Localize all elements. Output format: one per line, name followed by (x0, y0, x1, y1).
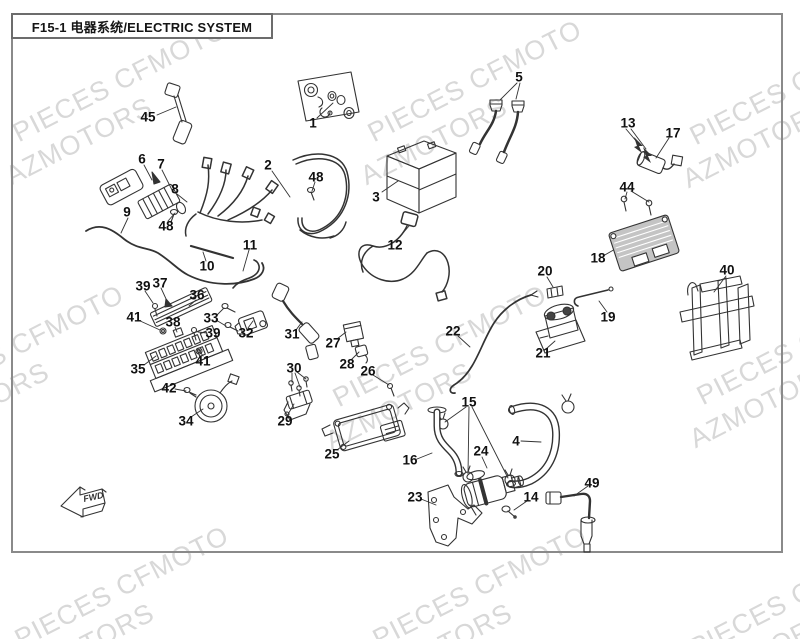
callout-34-33: 34 (178, 413, 194, 429)
callout-8-7: 8 (171, 181, 179, 197)
plug-cable-31 (271, 282, 320, 361)
callout-41-41: 41 (126, 309, 142, 325)
callout-37-36: 37 (152, 275, 168, 291)
sensor-cable-49 (545, 491, 596, 553)
page-title: F15-1 电器系统/ELECTRIC SYSTEM (11, 13, 273, 39)
callout-20-19: 20 (537, 263, 553, 279)
sensor-17 (636, 151, 684, 175)
callout-22-21: 22 (445, 323, 461, 339)
callout-15-14: 15 (461, 394, 477, 410)
callout-16-15: 16 (402, 452, 418, 468)
clip-20 (546, 285, 564, 299)
callout-14-13: 14 (523, 489, 539, 505)
callout-11-10: 11 (242, 237, 258, 253)
callout-42-43: 42 (161, 380, 177, 396)
hose-16 (427, 406, 464, 478)
callout-26-25: 26 (360, 363, 376, 379)
callout-45-45: 45 (140, 109, 156, 125)
callout-48-46: 48 (158, 218, 174, 234)
callout-44-44: 44 (619, 179, 635, 195)
nut-41-a (159, 327, 167, 335)
connector-38 (172, 327, 184, 338)
callout-39-38: 39 (135, 278, 151, 294)
callout-28-27: 28 (339, 356, 355, 372)
ignition-switch-kit-1 (297, 71, 360, 122)
battery-bracket-40 (679, 275, 755, 361)
spark-plug-wires-5 (468, 99, 525, 165)
callout-25-24: 25 (324, 446, 340, 462)
switch-assembly-6-7-8 (99, 168, 187, 220)
screw-39-a (151, 302, 159, 317)
callout-2-1: 2 (264, 157, 272, 173)
callout-3-2: 3 (372, 189, 380, 205)
callout-12-11: 12 (387, 237, 403, 253)
spark-plug-cap-45 (164, 82, 193, 145)
fwd-arrow-label: FWD (82, 490, 105, 504)
battery-3 (386, 140, 457, 214)
ecu-25 (321, 402, 410, 452)
callout-36-35: 36 (189, 287, 205, 303)
direction-arrows-13 (634, 137, 652, 163)
callout-38-37: 38 (165, 314, 181, 330)
callout-39-39: 39 (205, 325, 221, 341)
callout-24-23: 24 (473, 443, 489, 459)
voltage-regulator-18 (608, 214, 680, 272)
callout-35-34: 35 (130, 361, 146, 377)
callout-1-0: 1 (309, 115, 317, 131)
callout-40-40: 40 (719, 262, 735, 278)
horn-34 (189, 373, 240, 423)
bolt-48-left (169, 208, 179, 223)
fwd-arrow: FWD (60, 486, 107, 518)
callout-41-42: 41 (195, 353, 211, 369)
cable-22 (449, 290, 539, 394)
callout-27-26: 27 (325, 335, 341, 351)
callout-48-47: 48 (308, 169, 324, 185)
rod-10 (189, 244, 235, 260)
callout-9-8: 9 (123, 204, 131, 220)
callout-21-20: 21 (535, 345, 551, 361)
screws-44 (620, 195, 653, 216)
callout-49-48: 49 (584, 475, 600, 491)
nut-41-b (195, 347, 203, 355)
relay-27 (342, 320, 365, 348)
page-title-text: F15-1 电器系统/ELECTRIC SYSTEM (31, 19, 253, 35)
callout-10-9: 10 (199, 258, 215, 274)
callout-6-5: 6 (138, 151, 146, 167)
callout-29-28: 29 (277, 413, 293, 429)
callout-17-16: 17 (665, 125, 681, 141)
ignition-coil-32 (234, 310, 268, 336)
bolt-14 (501, 505, 517, 519)
screws-30 (288, 376, 309, 397)
air-valve-24 (460, 470, 524, 516)
bracket-sensor-29 (283, 389, 313, 421)
callout-30-29: 30 (286, 360, 302, 376)
fuse-box-cover-36 (149, 287, 213, 327)
callout-5-4: 5 (515, 69, 523, 85)
callout-33-32: 33 (203, 310, 219, 326)
sub-harness-12 (358, 211, 450, 302)
screw-26 (386, 382, 395, 397)
connector-28 (354, 344, 369, 364)
callout-18-17: 18 (590, 250, 606, 266)
mount-bracket-23 (427, 484, 483, 547)
callout-4-3: 4 (512, 433, 520, 449)
diagram-frame (11, 13, 783, 553)
bracket-rod-19 (573, 286, 614, 307)
callout-7-6: 7 (157, 156, 165, 172)
wedge-37 (164, 298, 173, 308)
screw-39-b (190, 326, 198, 341)
cable-9 (85, 226, 265, 285)
callout-32-31: 32 (238, 325, 254, 341)
callout-13-12: 13 (620, 115, 636, 131)
main-wire-harness-2 (184, 153, 350, 239)
bolt-48-right (306, 186, 316, 201)
callout-23-22: 23 (407, 489, 423, 505)
starter-relay-21 (535, 303, 586, 354)
wire-11 (232, 259, 260, 289)
callout-31-30: 31 (284, 326, 300, 342)
callout-19-18: 19 (600, 309, 616, 325)
